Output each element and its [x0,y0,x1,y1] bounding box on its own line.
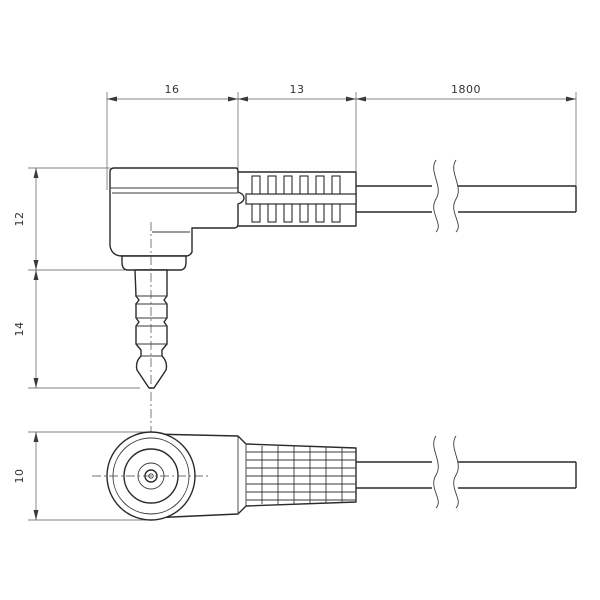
bottom-view [92,431,577,521]
side-collar [121,255,187,271]
dim-label-10: 10 [13,469,26,484]
side-view [109,159,577,440]
dimension-lines [28,92,577,521]
bottom-plug-body [149,433,357,519]
dim-label-14: 14 [13,322,26,337]
side-plug-body [109,167,245,257]
dim-label-12: 12 [13,212,26,227]
dim-label-1800: 1800 [451,83,481,96]
side-cable [352,159,577,233]
dim-label-16: 16 [165,83,180,96]
side-strain-relief [235,171,357,227]
bottom-cable [352,435,577,509]
dim-label-13: 13 [290,83,305,96]
